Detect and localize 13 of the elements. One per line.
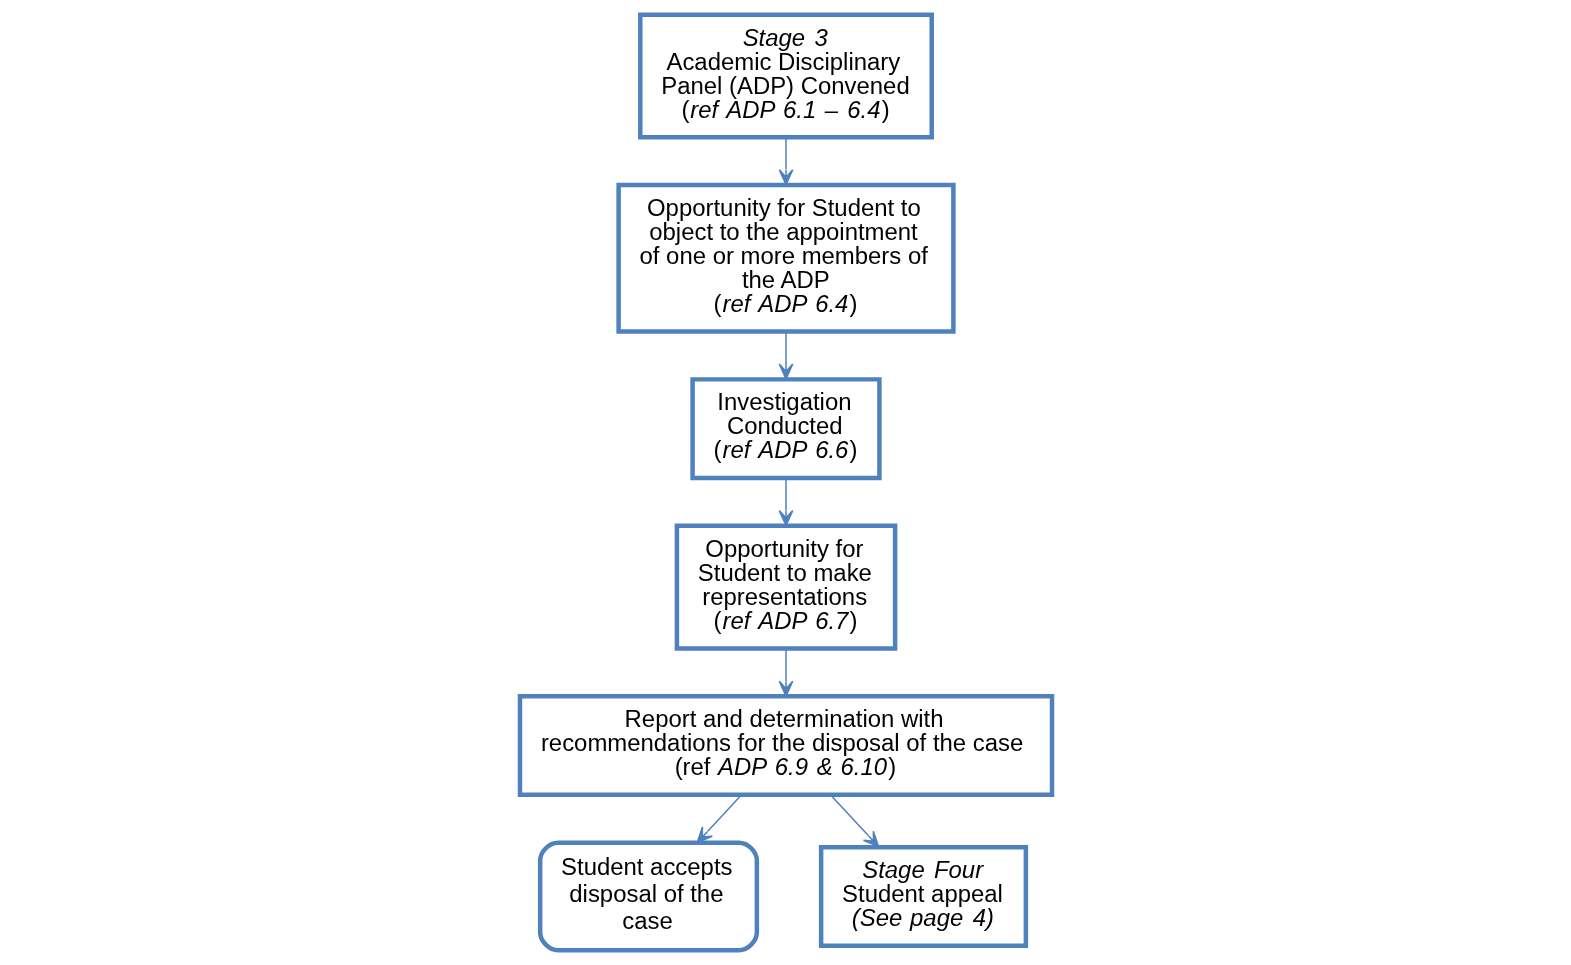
node-box: Stage Four Student appeal (See page 4) <box>818 844 1028 949</box>
arrow <box>778 331 793 380</box>
node-box: Investigation Conducted (ref ADP 6.6) <box>689 377 882 481</box>
arrow <box>778 136 793 186</box>
node-box: Student accepts disposal of the case <box>537 840 759 953</box>
arrow <box>778 647 793 697</box>
arrow <box>829 794 879 848</box>
node-box: Report and determination with recommendations for the disposal of the case (ref ADP 6.9 & 6.10) <box>517 693 1054 798</box>
node-box: Opportunity for Student to make representations (ref ADP 6.7) <box>674 523 897 651</box>
arrow <box>695 794 742 844</box>
arrow <box>778 477 793 527</box>
node-box: Stage 3 Academic Disciplinary Panel (ADP) Convened (ref ADP 6.1 – 6.4) <box>637 12 934 140</box>
node-box: Opportunity for Student to object to the appointment of one or more members of the ADP (ref ADP 6.4) <box>615 182 956 334</box>
